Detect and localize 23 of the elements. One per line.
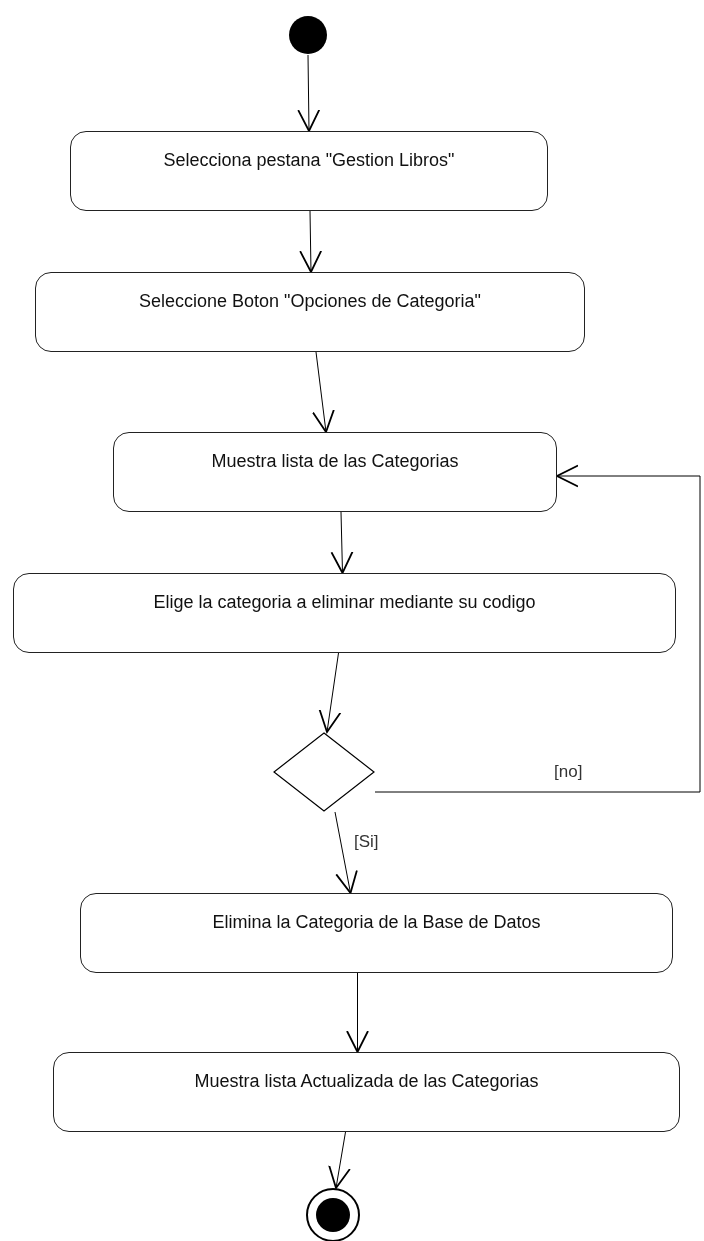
edge-label: [no] [552, 762, 585, 782]
action-box [113, 432, 557, 512]
action-box [53, 1052, 680, 1132]
action-box [35, 272, 585, 352]
action-box [13, 573, 676, 653]
arrow [334, 811, 358, 894]
action-box [70, 131, 548, 211]
arrow [374, 464, 701, 793]
action-text: Selecciona pestana "Gestion Libros" [163, 149, 455, 172]
action-text: Muestra lista Actualizada de las Categorias [194, 1070, 539, 1093]
action-box [80, 893, 673, 973]
arrow [328, 1131, 351, 1189]
action-text: Seleccione Boton "Opciones de Categoria" [139, 290, 481, 313]
arrow [330, 511, 354, 574]
arrow [312, 351, 335, 433]
arrow [318, 652, 342, 733]
action-text: Elimina la Categoria de la Base de Datos [212, 911, 541, 934]
arrow [297, 54, 321, 132]
action-text: Elige la categoria a eliminar mediante su codigo [153, 591, 536, 614]
action-text: Muestra lista de las Categorias [211, 450, 459, 473]
arrow [346, 972, 369, 1053]
edge-label: [Si] [352, 832, 381, 852]
arrow [299, 210, 323, 273]
